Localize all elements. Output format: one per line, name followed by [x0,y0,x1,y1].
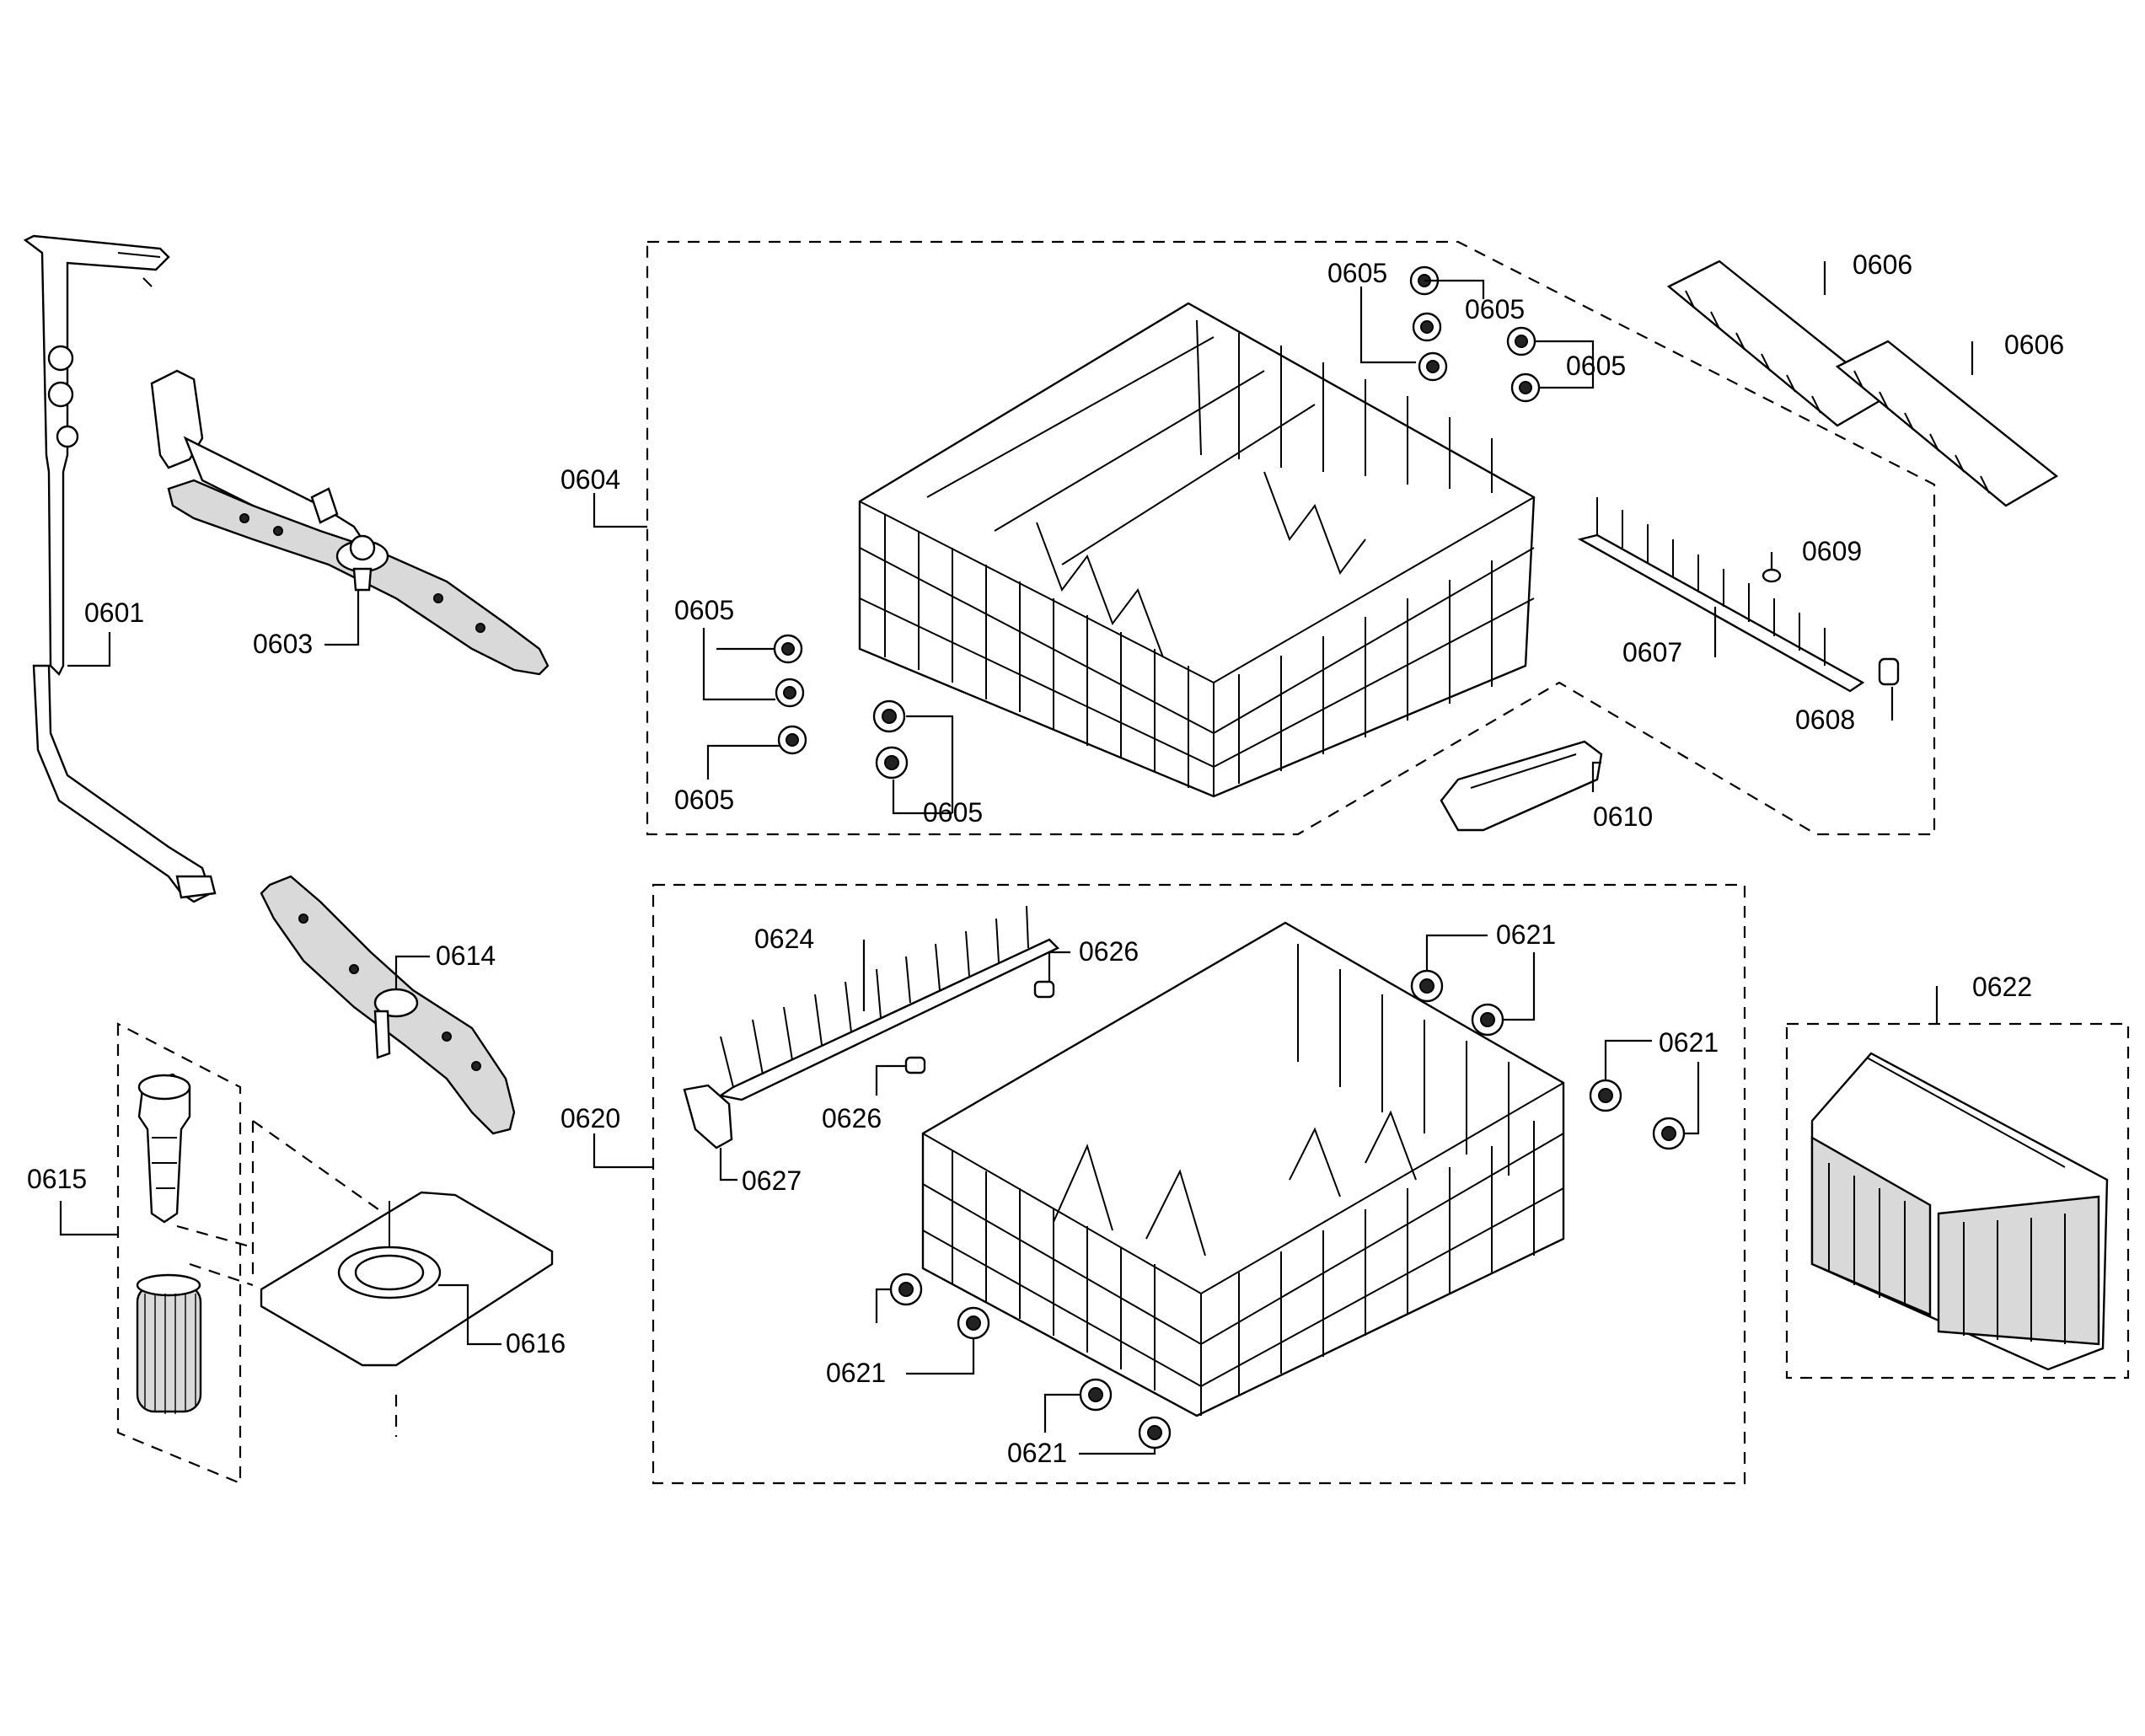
leader-lines [59,261,1974,1455]
callout-labels: 0601 0603 0604 0605 0605 0605 0605 0605 … [27,249,2064,1468]
callout-0626: 0626 [822,1103,882,1133]
callout-0605: 0605 [923,797,983,828]
callout-0626: 0626 [1079,936,1139,967]
part-0610-handle[interactable] [1440,740,1603,832]
part-0622-cutlery-basket[interactable] [1810,1052,2109,1371]
part-0620-lower-rack[interactable] [921,921,1565,1417]
callout-0627: 0627 [742,1165,802,1196]
part-0615-filter[interactable] [116,1022,242,1485]
callout-0621: 0621 [1496,919,1556,950]
part-0606-cup-shelves[interactable] [1666,260,2059,507]
part-0604-upper-rack[interactable] [858,302,1536,798]
callout-0604: 0604 [560,464,620,495]
callout-0621: 0621 [1007,1438,1067,1468]
part-0626-clips[interactable] [904,980,1055,1074]
callout-0624: 0624 [754,924,814,954]
callout-0608: 0608 [1795,705,1855,735]
callout-0606: 0606 [2004,330,2064,360]
callout-0615: 0615 [27,1164,87,1194]
callout-0609: 0609 [1802,536,1862,566]
part-0603-upper-spray-arm[interactable] [150,369,550,676]
callout-0606: 0606 [1853,249,1912,280]
callout-0621: 0621 [1659,1027,1719,1058]
part-0601-supply-tube[interactable] [23,234,217,903]
callout-0607: 0607 [1622,637,1682,667]
callout-0605: 0605 [674,785,734,815]
part-0607-tine-row[interactable] [1577,497,1865,693]
part-0609-clip[interactable] [1762,568,1782,583]
part-0621-wheels[interactable] [889,969,1686,1449]
part-0624-tine-rail[interactable] [717,905,1060,1101]
part-0627-bracket[interactable] [683,1084,733,1149]
callout-0610: 0610 [1593,801,1653,832]
callout-0605: 0605 [1327,258,1387,288]
callout-0601: 0601 [84,597,144,628]
part-0614-lower-spray-arm[interactable] [260,875,516,1135]
lower-rack-group [652,883,1746,1485]
part-0622-basket-group [1785,1022,2130,1380]
part-0616-filter-plate[interactable] [176,1120,554,1437]
callout-0616: 0616 [506,1328,566,1358]
callout-0614: 0614 [436,940,496,971]
callout-0622: 0622 [1972,972,2032,1002]
part-0608-clip[interactable] [1878,657,1900,686]
callout-0620: 0620 [560,1103,620,1133]
callout-0605: 0605 [1465,294,1525,324]
callout-0605: 0605 [1566,351,1626,381]
callout-0603: 0603 [253,629,313,659]
callout-0605: 0605 [674,595,734,625]
callout-0621: 0621 [826,1358,886,1388]
